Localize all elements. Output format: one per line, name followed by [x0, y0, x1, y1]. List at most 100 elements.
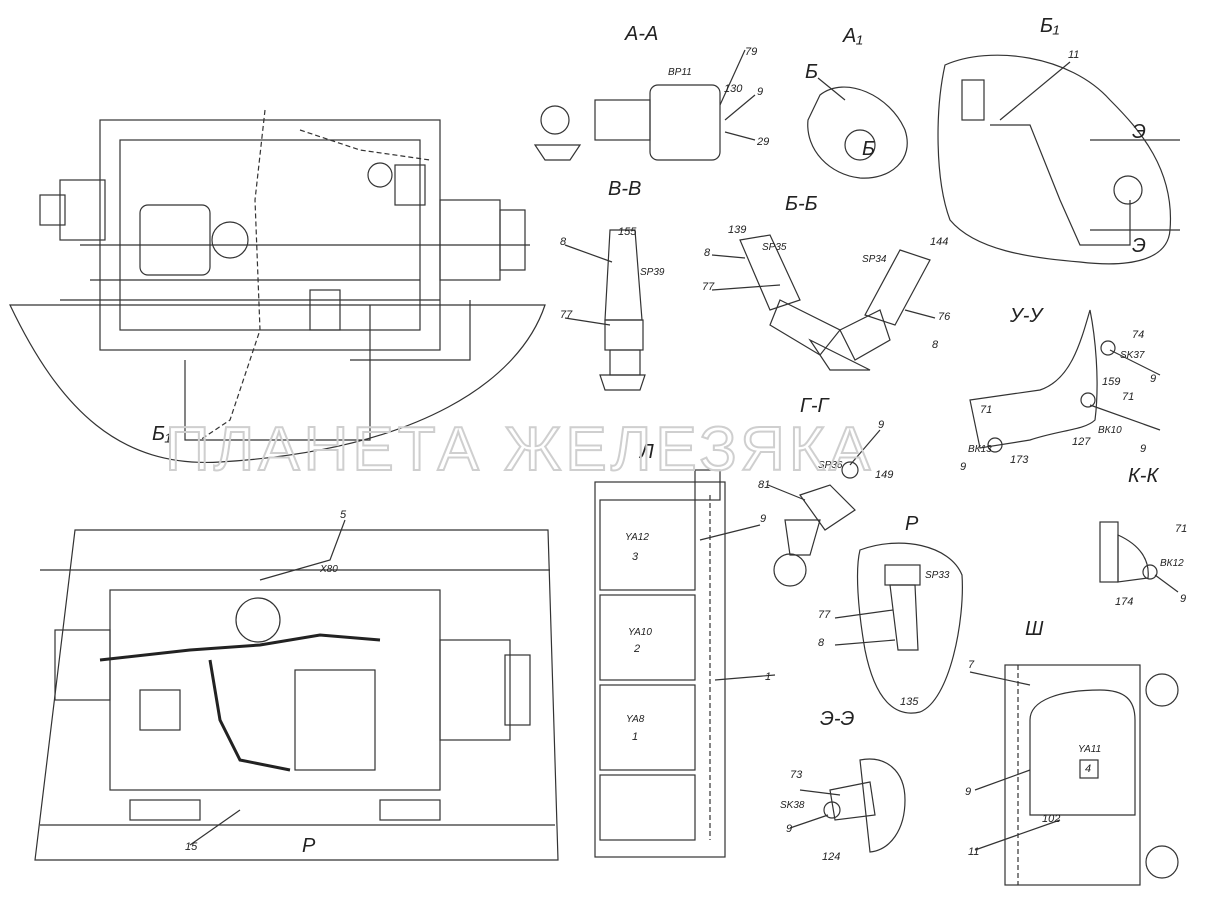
right-end	[499, 209, 526, 271]
hull-outline	[9, 304, 546, 464]
wire-harness-main	[99, 633, 381, 662]
callout-3: 3	[632, 551, 639, 563]
code-ya12: YA12	[625, 532, 649, 543]
leader-11-sh	[974, 819, 1061, 851]
callout-29: 29	[756, 136, 769, 148]
callout-159: 159	[1102, 376, 1120, 388]
callout-b-a1: Б	[805, 61, 818, 83]
view-b1: Б₁ 11 Э Э	[937, 15, 1180, 265]
callout-2: 2	[633, 643, 640, 655]
callout-b-a1b: Б	[862, 138, 875, 160]
leader-77-r	[834, 609, 894, 619]
code-ya10: YA10	[628, 627, 652, 638]
ee-housing	[859, 758, 906, 853]
vv-sensor-base	[599, 374, 646, 391]
callout-e2: Э	[1132, 235, 1146, 257]
code-sk37: SK37	[1120, 350, 1145, 361]
control-block	[294, 669, 376, 771]
callout-1: 1	[765, 671, 771, 683]
uu-sensor-low	[987, 437, 1003, 453]
callout-4: 4	[1085, 763, 1091, 775]
ee-sensor	[829, 781, 876, 821]
leader-15	[189, 809, 241, 846]
vv-sensor-tip	[604, 229, 643, 321]
battery-box	[129, 799, 201, 821]
leader-77-bb	[711, 284, 781, 291]
b1-block	[961, 79, 985, 121]
sensor-neck	[594, 99, 651, 141]
uu-sensor-top	[1100, 340, 1116, 356]
callout-9-kk: 9	[1180, 593, 1186, 605]
right-flange	[439, 199, 501, 281]
bottom-engine-assembly: 5 Х80 15 Р	[34, 509, 559, 861]
vv-sensor-thread	[609, 349, 641, 376]
callout-79: 79	[745, 46, 757, 58]
sh-bottom-nut	[1145, 845, 1179, 879]
section-r-bottom-label: Р	[302, 835, 316, 857]
leader-5	[259, 519, 346, 581]
a1-arrow	[817, 77, 846, 101]
callout-9-uu2: 9	[1140, 443, 1146, 455]
wire-harness-dashed	[199, 109, 266, 441]
view-v-v: В-В 8 155 SP39 77	[560, 178, 665, 391]
view-a1: А₁ Б Б	[805, 25, 908, 179]
pipe-right	[350, 300, 471, 361]
section-a1-label: А₁	[842, 25, 863, 47]
b1-bracket	[937, 54, 1172, 265]
gg-body	[799, 484, 856, 531]
code-ya11: YA11	[1078, 744, 1101, 755]
section-ee-label: Э-Э	[820, 708, 855, 730]
inner-housing	[119, 139, 421, 331]
gg-connector	[773, 553, 807, 587]
ee-connector	[823, 801, 841, 819]
callout-8-vv: 8	[560, 236, 567, 248]
callout-x80: Х80	[319, 564, 338, 575]
view-g-g: Г-Г 9 SP36 149 81	[758, 395, 893, 587]
gauge-circle	[235, 597, 281, 643]
battery-box-2	[379, 799, 441, 821]
callout-9-gg: 9	[878, 419, 884, 431]
callout-77-vv: 77	[560, 309, 573, 321]
code-sp36: SP36	[818, 460, 843, 471]
code-sp33: SP33	[925, 570, 950, 581]
callout-71-uu2: 71	[980, 404, 992, 416]
leader-9-kk	[1154, 574, 1179, 593]
leader-7	[969, 671, 1031, 686]
callout-81: 81	[758, 479, 770, 491]
right-unit	[439, 639, 511, 741]
code-sp39: SP39	[640, 267, 665, 278]
valve-ya10	[599, 594, 696, 681]
callout-9-uu: 9	[1150, 373, 1156, 385]
leader-9-gg	[849, 429, 881, 466]
code-bk10: ВК10	[1098, 425, 1122, 436]
callout-155: 155	[618, 226, 637, 238]
top-engine-assembly: Б₁	[9, 109, 546, 464]
callout-9-sh: 9	[965, 786, 971, 798]
leader-81	[767, 484, 806, 501]
callout-124: 124	[822, 851, 840, 863]
r-nut	[884, 564, 921, 586]
leader-9-sh	[974, 769, 1031, 791]
kk-bracket	[1117, 534, 1149, 583]
callout-139: 139	[728, 224, 746, 236]
callout-130: 130	[724, 83, 743, 95]
leader-8-bb	[711, 254, 746, 259]
sh-plate	[1004, 664, 1141, 886]
watermark: ПЛАНЕТА ЖЕЛЕЗЯКА	[165, 415, 874, 484]
callout-9-aa: 9	[757, 86, 763, 98]
sensor-body	[649, 84, 721, 161]
view-r: Р SP33 77 8 135	[818, 513, 963, 714]
callout-74: 74	[1132, 329, 1144, 341]
kk-plate	[1099, 521, 1119, 583]
callout-9-ee: 9	[786, 823, 792, 835]
leader-76	[904, 309, 936, 319]
section-r-label: Р	[905, 513, 919, 535]
section-b1-label: Б₁	[1040, 15, 1059, 37]
leader-8-vv	[564, 244, 613, 263]
leader-8-r	[834, 639, 896, 646]
section-bb-label: Б-Б	[785, 193, 818, 215]
connector-left	[540, 105, 570, 135]
view-e-e: Э-Э 73 SK38 9 124	[780, 708, 906, 863]
